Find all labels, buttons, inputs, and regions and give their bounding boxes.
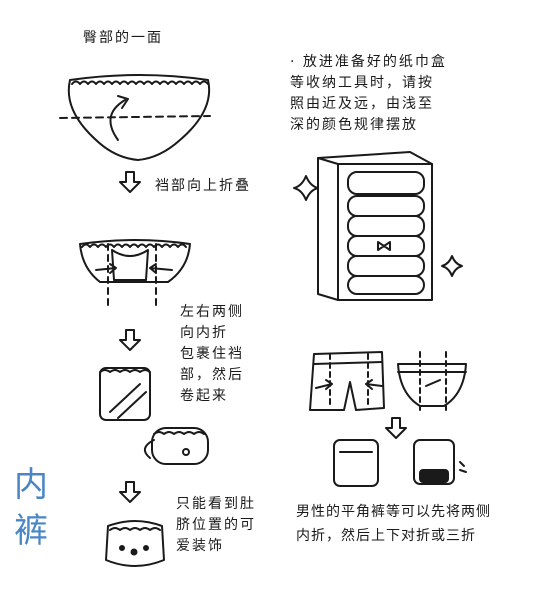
sparkle-icon [293,175,319,201]
label-waist-decoration: 只能看到肚 脐位置的可 爱装饰 [176,496,256,554]
briefs-crotch-folded-illustration [79,239,191,309]
boxers-folded-illustration [333,439,379,487]
label-storage-box: · 放进准备好的纸巾盒 等收纳工具时，请按 照由近及远，由浅至 深的颜色规律摆放 [290,54,447,133]
label-fold-sides-in: 左右两侧 向内折 包裹住裆 部，然后 卷起来 [180,304,244,404]
fold-arrow-icon [459,461,467,473]
down-arrow-icon [119,481,141,503]
label-boxers-tip: 男性的平角裤等可以先将两侧 内折，然后上下对折或三折 [296,504,491,544]
briefs-side-fold-illustration [397,351,467,411]
label-crotch-fold-up: 裆部向上折叠 [155,178,251,194]
label-butt-side: 臀部的一面 [83,30,163,46]
briefs-final-illustration [105,520,165,567]
down-arrow-icon [119,171,141,193]
side-title-char: 裤 [14,511,48,551]
down-arrow-icon [119,329,141,351]
sparkle-icon [441,255,463,277]
rotate-arrow-icon [109,99,126,141]
down-arrow-icon [385,417,407,439]
side-title-char: 内 [14,465,48,505]
storage-box-illustration [317,151,433,301]
briefs-roll-illustration [143,427,209,465]
side-title: 内 裤 [14,462,48,554]
boxers-illustration [309,351,385,411]
briefs-back-illustration [59,74,211,161]
briefs-rolled-illustration [99,367,151,421]
briefs-folded-illustration [413,439,455,485]
